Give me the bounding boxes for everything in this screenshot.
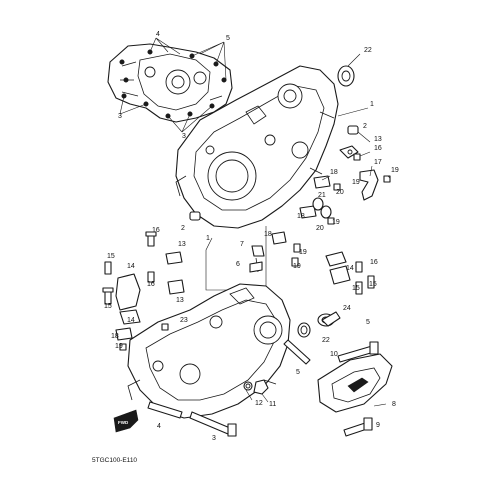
callout-labels: 4533221213161719181920211819202181617131… — [104, 31, 399, 442]
callout-c18b: 18 — [297, 213, 305, 220]
callout-c16c: 16 — [370, 259, 378, 266]
callout-c17a: 17 — [374, 159, 382, 166]
callout-c18c: 18 — [264, 231, 272, 238]
callout-c16d: 16 — [147, 281, 155, 288]
callout-c15b: 15 — [352, 285, 360, 292]
callout-c18d: 18 — [111, 333, 119, 340]
callout-c24a: 24 — [343, 305, 351, 312]
callout-c14b: 14 — [346, 265, 354, 272]
callout-c20a: 20 — [336, 189, 344, 196]
callout-c4a: 4 — [156, 31, 160, 38]
callout-c14a: 14 — [127, 263, 135, 270]
assembly-leader-1 — [205, 226, 267, 291]
callout-c14c: 14 — [127, 317, 135, 324]
svg-text:FWD: FWD — [118, 420, 129, 425]
callout-c3c: 3 — [212, 435, 216, 442]
diagram-code: 5TGC100-E110 — [92, 457, 137, 464]
callout-c11a: 11 — [269, 401, 276, 408]
callout-c13a: 13 — [374, 136, 382, 143]
callout-c23a: 23 — [180, 317, 188, 324]
callout-c19e: 19 — [293, 263, 301, 270]
inset-crankcase-view — [107, 37, 233, 133]
callout-c13c: 13 — [176, 297, 184, 304]
callout-c12a: 12 — [255, 400, 263, 407]
fwd-arrow-icon: FWD — [113, 409, 139, 433]
callout-c13b: 13 — [178, 241, 186, 248]
callout-c5c: 5 — [296, 369, 300, 376]
callout-c3a: 3 — [118, 113, 122, 120]
callout-c4b: 4 — [157, 423, 161, 430]
small-parts-lower-right — [147, 311, 393, 437]
callout-c16b: 16 — [152, 227, 160, 234]
small-parts-middle-right — [325, 251, 375, 295]
callout-c22a: 22 — [364, 47, 372, 54]
callout-c15d: 15 — [104, 303, 112, 310]
callout-c19a: 19 — [391, 167, 399, 174]
small-parts-middle-center — [249, 231, 301, 273]
callout-c1b: 1 — [206, 235, 210, 242]
callout-c8a: 8 — [392, 401, 396, 408]
small-parts-middle-left — [102, 211, 201, 325]
callout-c5b: 5 — [366, 319, 370, 326]
callout-c21a: 21 — [318, 192, 326, 199]
callout-c15a: 15 — [107, 253, 115, 260]
callout-c3b: 3 — [182, 133, 186, 140]
callout-c10a: 10 — [330, 351, 338, 358]
callout-c20b: 20 — [316, 225, 324, 232]
callout-c6a: 6 — [236, 261, 240, 268]
callout-c18a: 18 — [330, 169, 338, 176]
callout-c2a: 2 — [363, 123, 367, 130]
callout-c15c: 15 — [369, 281, 377, 288]
callout-c9a: 9 — [376, 422, 380, 429]
crankcase-lower-left — [115, 283, 291, 419]
callout-c19d: 19 — [299, 249, 307, 256]
callout-c5a: 5 — [226, 35, 230, 42]
callout-c19c: 19 — [332, 219, 340, 226]
callout-c19f: 19 — [115, 343, 123, 350]
small-parts-right — [299, 125, 391, 225]
callout-c16a: 16 — [374, 145, 382, 152]
callout-c7a: 7 — [240, 241, 244, 248]
callout-c2b: 2 — [181, 225, 185, 232]
callout-c1a: 1 — [370, 101, 374, 108]
crankcase-upper-right — [175, 53, 369, 229]
callout-c22b: 22 — [322, 337, 330, 344]
callout-c19b: 19 — [352, 179, 360, 186]
